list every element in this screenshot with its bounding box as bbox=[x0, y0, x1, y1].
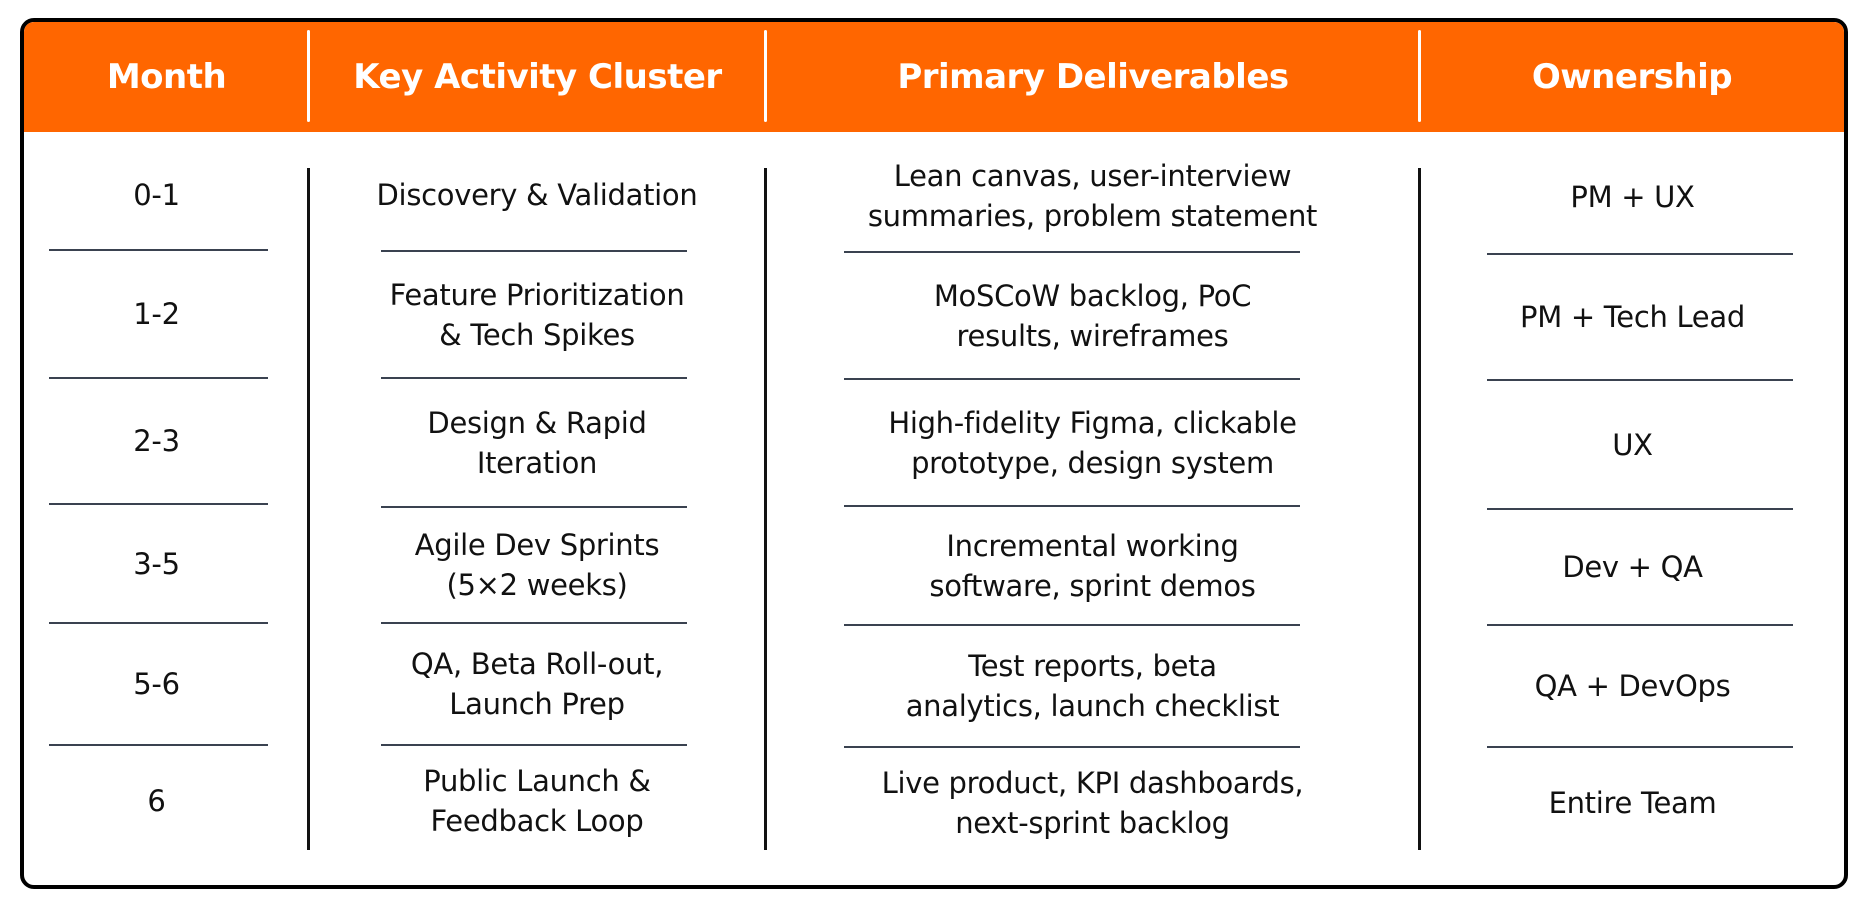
row-separator bbox=[1487, 624, 1793, 626]
column-divider bbox=[1418, 168, 1421, 850]
row-separator bbox=[381, 622, 687, 624]
activity-cell: Public Launch & Feedback Loop bbox=[423, 764, 651, 838]
row-separator bbox=[49, 744, 268, 746]
header-divider bbox=[307, 30, 310, 122]
activity-cell: Discovery & Validation bbox=[376, 178, 698, 212]
activity-cell: Agile Dev Sprints (5×2 weeks) bbox=[414, 528, 660, 602]
deliverables-cell: Test reports, beta analytics, launch che… bbox=[905, 649, 1280, 723]
row-separator bbox=[49, 622, 268, 624]
deliverables-cell: High-fidelity Figma, clickable prototype… bbox=[888, 405, 1297, 480]
ownership-cell: Dev + QA bbox=[1562, 550, 1703, 584]
ownership-cell: PM + UX bbox=[1570, 179, 1695, 214]
deliverables-cell: Live product, KPI dashboards, next-sprin… bbox=[881, 766, 1304, 840]
deliverables-cell: MoSCoW backlog, PoC results, wireframes bbox=[933, 278, 1252, 353]
column-divider bbox=[307, 168, 310, 850]
row-separator bbox=[49, 249, 268, 251]
row-separator bbox=[49, 503, 268, 505]
column-divider bbox=[764, 168, 767, 850]
header-month: Month bbox=[106, 57, 227, 97]
header-ownership: Ownership bbox=[1531, 57, 1733, 97]
month-cell: 5-6 bbox=[133, 667, 180, 701]
row-separator bbox=[844, 378, 1300, 380]
ownership-cell: PM + Tech Lead bbox=[1520, 300, 1745, 334]
row-separator bbox=[49, 377, 268, 379]
month-cell: 1-2 bbox=[133, 297, 180, 331]
table-header: Month Key Activity Cluster Primary Deliv… bbox=[24, 22, 1844, 132]
row-separator bbox=[844, 624, 1300, 626]
row-separator bbox=[1487, 746, 1793, 748]
activity-cell: QA, Beta Roll-out, Launch Prep bbox=[410, 647, 664, 721]
month-cell: 0-1 bbox=[133, 178, 180, 212]
row-separator bbox=[1487, 379, 1793, 381]
deliverables-cell: Lean canvas, user-interview summaries, p… bbox=[867, 158, 1318, 233]
header-divider bbox=[1418, 30, 1421, 122]
deliverables-cell: Incremental working software, sprint dem… bbox=[929, 528, 1256, 603]
row-separator bbox=[844, 746, 1300, 748]
month-cell: 2-3 bbox=[133, 424, 180, 458]
row-separator bbox=[381, 506, 687, 508]
header-primary-deliverables: Primary Deliverables bbox=[897, 57, 1289, 97]
ownership-cell: QA + DevOps bbox=[1534, 669, 1731, 703]
row-separator bbox=[1487, 253, 1793, 255]
row-separator bbox=[381, 250, 687, 252]
header-divider bbox=[764, 30, 767, 122]
row-separator bbox=[844, 505, 1300, 507]
row-separator bbox=[1487, 508, 1793, 510]
row-separator bbox=[381, 744, 687, 746]
ownership-cell: Entire Team bbox=[1548, 786, 1717, 820]
month-cell: 3-5 bbox=[133, 546, 180, 581]
ownership-cell: UX bbox=[1612, 427, 1653, 462]
roadmap-table: Month Key Activity Cluster Primary Deliv… bbox=[20, 18, 1848, 889]
header-key-activity-cluster: Key Activity Cluster bbox=[353, 57, 722, 97]
month-cell: 6 bbox=[147, 784, 166, 818]
activity-cell: Feature Prioritization & Tech Spikes bbox=[389, 277, 685, 352]
row-separator bbox=[381, 377, 687, 379]
activity-cell: Design & Rapid Iteration bbox=[427, 405, 647, 480]
row-separator bbox=[844, 251, 1300, 253]
